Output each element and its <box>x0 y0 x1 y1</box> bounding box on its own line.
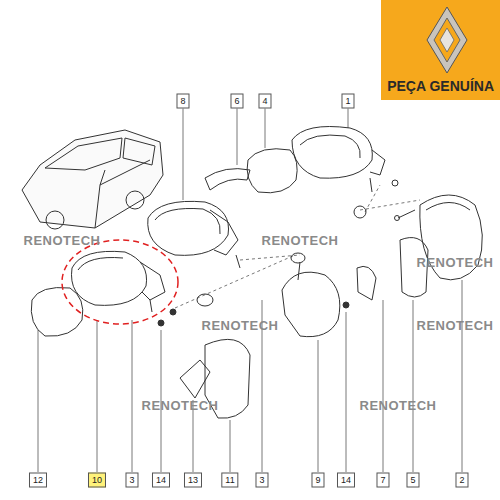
callout-number: 6 <box>230 94 243 109</box>
callout-number: 5 <box>406 473 419 488</box>
callout-number: 3 <box>125 473 138 488</box>
watermark: RENOTECH <box>417 255 494 270</box>
callout-number: 9 <box>311 473 324 488</box>
watermark: RENOTECH <box>24 233 101 248</box>
callout-number: 11 <box>221 473 238 488</box>
watermark: RENOTECH <box>262 233 339 248</box>
callout-number: 14 <box>337 473 355 488</box>
callout-number: 4 <box>258 94 271 109</box>
badge-text: PEÇA GENUÍNA <box>381 78 500 94</box>
watermark: RENOTECH <box>360 398 437 413</box>
brand-logo <box>427 7 467 73</box>
callout-number: 8 <box>176 94 189 109</box>
watermark: RENOTECH <box>142 398 219 413</box>
callout-number: 1 <box>341 94 354 109</box>
watermark: RENOTECH <box>202 318 279 333</box>
leader-lines <box>38 108 462 472</box>
callout-number: 12 <box>29 473 47 488</box>
callout-number: 10 <box>88 473 106 488</box>
callout-number: 13 <box>184 473 202 488</box>
callout-number: 14 <box>152 473 170 488</box>
callout-number: 3 <box>255 473 268 488</box>
callout-number: 2 <box>455 473 468 488</box>
callout-number: 7 <box>376 473 389 488</box>
watermark: RENOTECH <box>417 318 494 333</box>
car-sketch <box>22 130 163 229</box>
